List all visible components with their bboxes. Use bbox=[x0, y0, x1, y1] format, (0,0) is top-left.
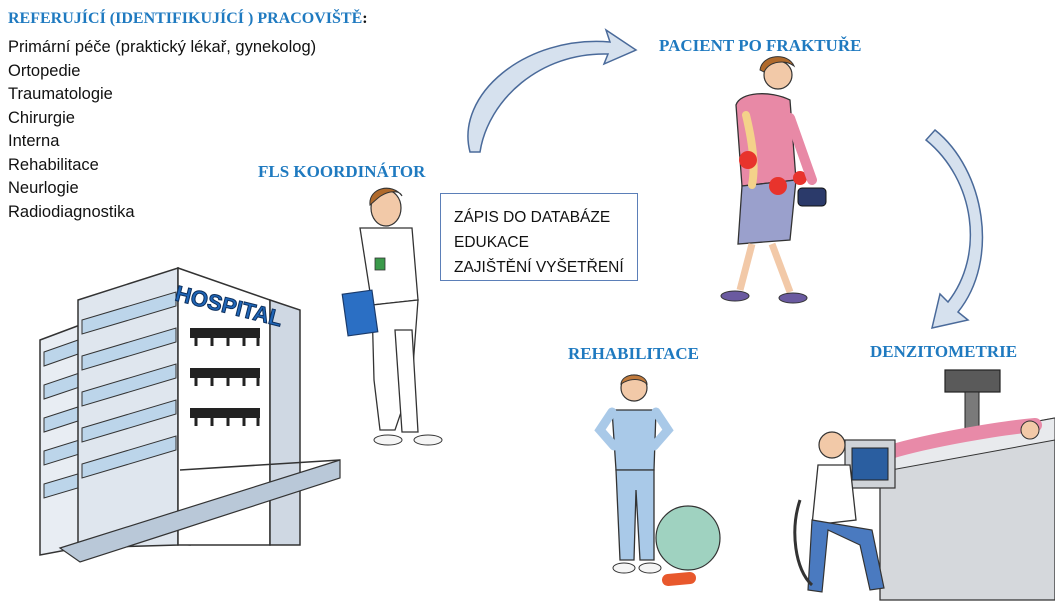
rehab-title: REHABILITACE bbox=[568, 344, 699, 363]
densitometry-illustration bbox=[793, 369, 1055, 601]
coordinator-task: EDUKACE bbox=[454, 234, 529, 251]
referring-list-item: Primární péče (praktický lékař, gynekolo… bbox=[8, 38, 317, 56]
patient-title: PACIENT PO FRAKTUŘE bbox=[659, 36, 862, 55]
referring-list-item: Ortopedie bbox=[8, 61, 81, 80]
referring-list: Primární péče (praktický lékař, gynekolo… bbox=[8, 36, 316, 224]
coordinator-task: ZÁPIS DO DATABÁZE bbox=[454, 209, 611, 226]
coordinator-title: FLS KOORDINÁTOR bbox=[258, 162, 426, 181]
referring-list-item: Traumatologie bbox=[8, 85, 113, 103]
referring-list-item: Chirurgie bbox=[8, 108, 75, 127]
hospital-illustration bbox=[39, 266, 341, 563]
coordinator-task: ZAJIŠTĚNÍ VYŠETŘENÍ bbox=[454, 259, 624, 276]
curved-arrow-to-patient bbox=[467, 28, 638, 153]
referring-title: REFERUJÍCÍ (IDENTIFIKUJÍCÍ ) PRACOVIŠTĚ: bbox=[8, 10, 368, 28]
rehab-illustration bbox=[594, 374, 721, 586]
referring-list-item: Neurlogie bbox=[8, 179, 79, 197]
patient-illustration bbox=[720, 56, 827, 304]
referring-list-item: Radiodiagnostika bbox=[8, 202, 135, 221]
referring-title-colon: : bbox=[362, 10, 368, 27]
coordinator-task-box: ZÁPIS DO DATABÁZE EDUKACE ZAJIŠTĚNÍ VYŠE… bbox=[440, 193, 638, 281]
referring-list-item: Rehabilitace bbox=[8, 155, 99, 174]
curved-arrow-to-densitometry bbox=[924, 128, 984, 329]
coordinator-illustration bbox=[341, 187, 443, 446]
densitometry-title: DENZITOMETRIE bbox=[870, 342, 1018, 361]
referring-list-item: Interna bbox=[8, 132, 60, 150]
referring-title-text: REFERUJÍCÍ (IDENTIFIKUJÍCÍ ) PRACOVIŠTĚ bbox=[8, 10, 363, 27]
